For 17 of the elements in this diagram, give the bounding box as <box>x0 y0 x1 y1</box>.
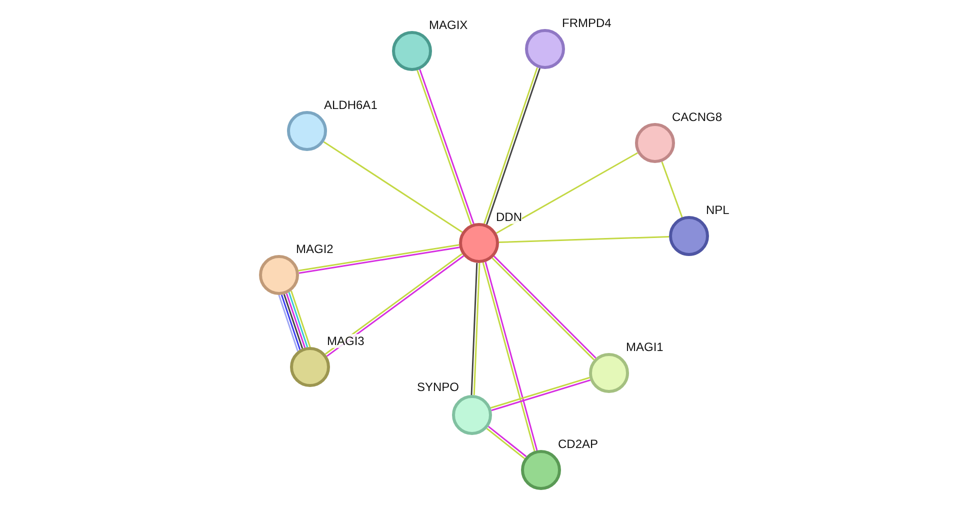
node-label: ALDH6A1 <box>324 98 378 112</box>
edge-line <box>661 162 683 218</box>
node-label: MAGI2 <box>296 242 334 256</box>
edge-line <box>323 141 463 233</box>
node-label: FRMPD4 <box>562 16 612 30</box>
node-label: MAGI1 <box>626 340 664 354</box>
node-label: DDN <box>496 210 522 224</box>
edge-line <box>498 236 670 244</box>
edge-line <box>496 152 638 234</box>
node-label: SYNPO <box>417 380 460 394</box>
node-label: CACNG8 <box>672 110 722 124</box>
edge-line <box>473 262 480 396</box>
node-label: NPL <box>706 203 730 217</box>
edge-line <box>470 262 478 396</box>
node-label: MAGIX <box>429 18 468 32</box>
node-label: CD2AP <box>558 437 598 451</box>
node-label: MAGI3 <box>327 334 364 348</box>
